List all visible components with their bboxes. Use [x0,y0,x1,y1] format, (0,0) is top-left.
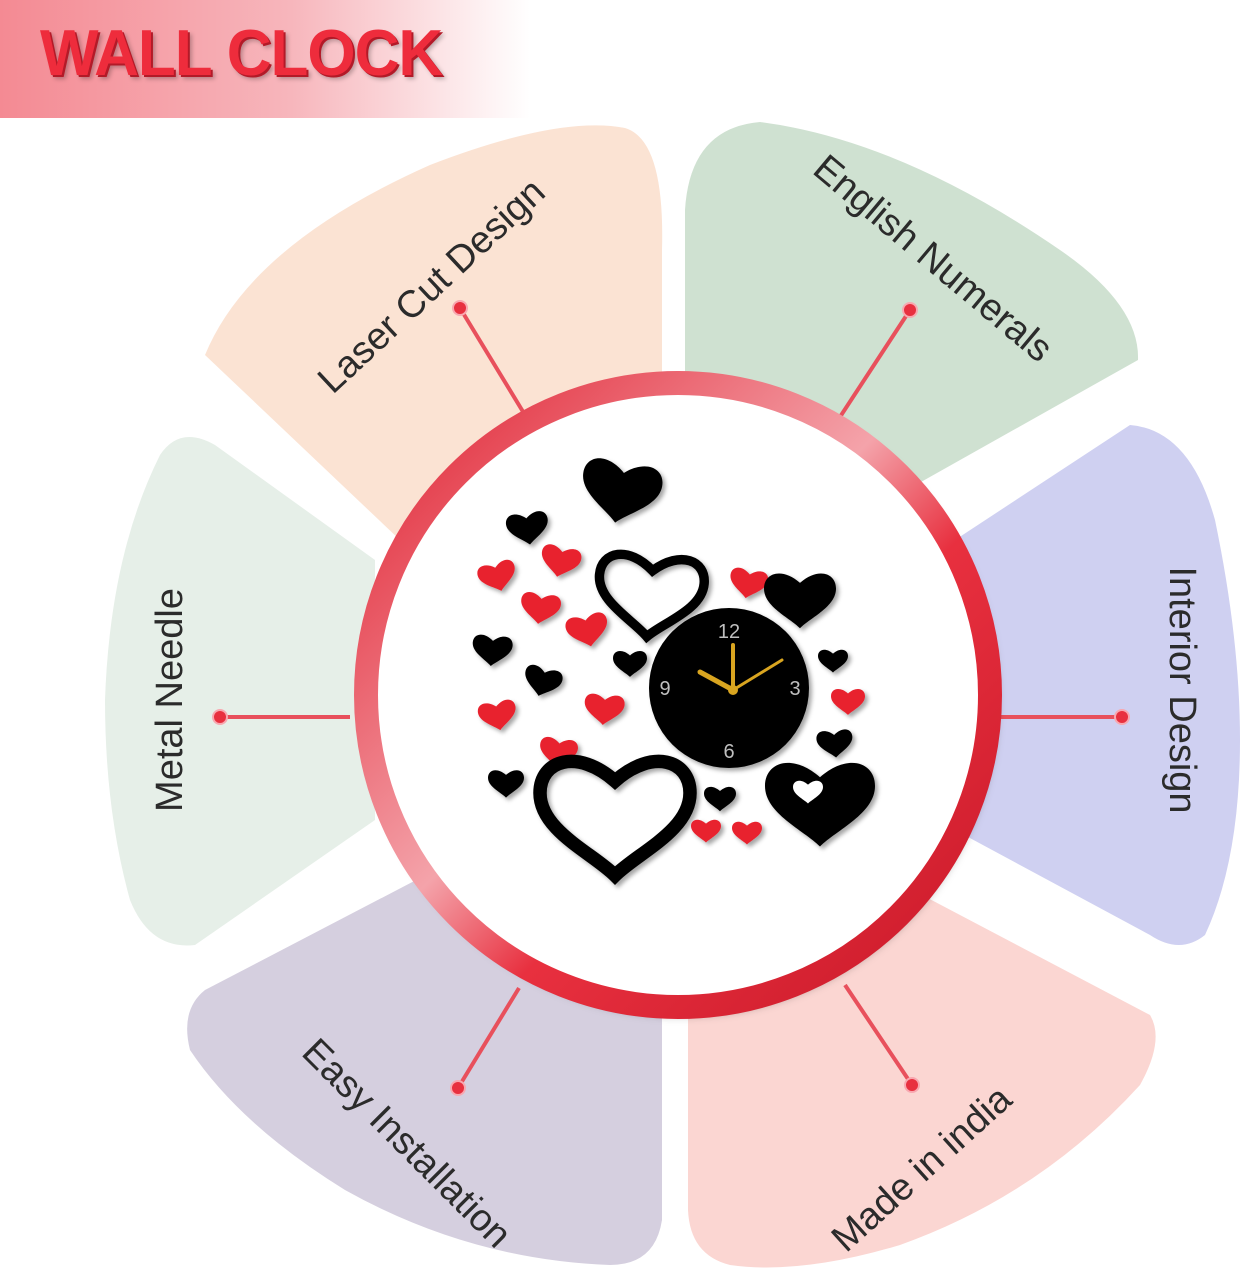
numeral-9: 9 [659,678,670,700]
petal-metal-needle [105,437,375,946]
heart [691,819,721,843]
heart [732,821,762,845]
feature-label-metal-needle: Metal Needle [149,588,191,812]
numeral-12: 12 [718,621,740,643]
center-ring [354,371,1002,1019]
heart [477,559,515,591]
heart [816,729,853,758]
second-hand [731,658,784,692]
heart [506,511,548,545]
heart-outline [533,754,697,886]
connector-dots [212,300,1130,1096]
feature-label-interior-design: Interior Design [1161,566,1203,813]
connectors [220,306,1122,1090]
heart [613,651,647,677]
title-banner: WALL CLOCK [0,0,530,118]
heart-decorations [472,458,875,886]
connector-laser-cut-design [458,306,527,417]
heart-cutout [793,780,823,804]
heart [488,770,524,798]
dot-metal-needle [212,709,228,725]
numeral-3: 3 [789,678,800,700]
dot-made-in-india [904,1077,920,1093]
heart [704,786,736,812]
heart [477,699,516,731]
hour-hand [697,669,736,693]
heart [541,544,582,577]
connector-english-numerals [836,308,912,422]
clock-hands [697,643,784,693]
heart [764,573,836,629]
heart [521,592,561,624]
clock-hub [728,685,738,695]
heart [765,762,875,847]
numeral-6: 6 [723,741,734,763]
heart [818,649,848,673]
dot-interior-design [1114,709,1130,725]
heart-outline [594,549,709,644]
heart [583,458,663,523]
connector-made-in-india [843,983,914,1087]
heart [565,612,607,647]
petal-interior-design [955,425,1240,945]
heart [831,689,865,715]
dot-english-numerals [902,302,918,318]
heart [730,567,769,599]
page-title: WALL CLOCK [40,17,443,90]
dot-easy-installation [450,1080,466,1096]
connector-easy-installation [456,986,521,1090]
heart [472,634,513,666]
dot-laser-cut-design [452,300,468,316]
heart [584,693,625,725]
heart [525,664,563,696]
